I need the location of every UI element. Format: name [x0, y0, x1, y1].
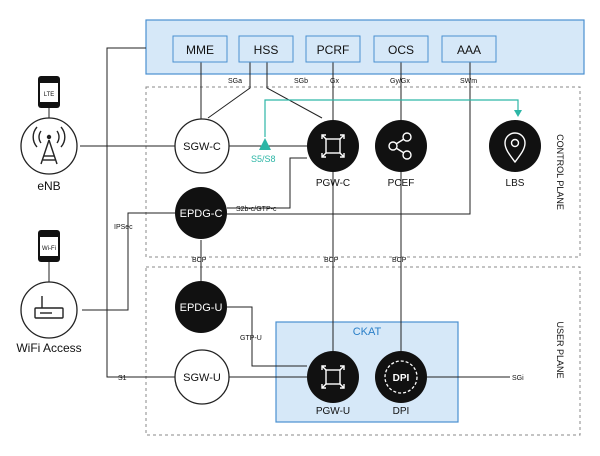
dpi-label: DPI	[393, 406, 410, 417]
antenna-tower-icon	[32, 126, 66, 165]
wifi-access-node: WiFi Access	[16, 281, 82, 355]
sgw-u-label: SGW-U	[183, 372, 221, 384]
expand-icon	[321, 365, 345, 389]
sga-label: SGa	[228, 78, 242, 85]
pgw-c-node: PGW-C	[307, 120, 359, 189]
location-pin-icon	[504, 132, 526, 164]
pcrf-box	[305, 35, 361, 63]
enb-label: eNB	[37, 179, 60, 193]
bcp-epdg-label: BCP	[192, 257, 207, 264]
sgi-label: SGi	[512, 375, 524, 382]
gx-label: Gx	[330, 78, 339, 85]
pcef-node: PCEF	[375, 120, 427, 189]
dpi-ring-icon	[384, 360, 418, 394]
ocs-label: OCS	[388, 43, 414, 57]
user-plane-label: USER PLANE	[555, 321, 565, 378]
ocs-box	[373, 35, 429, 63]
enb-node: eNB	[20, 117, 78, 193]
core-nodes: MME HSS PCRF OCS AAA	[172, 35, 497, 63]
wifi-access-label: WiFi Access	[16, 341, 81, 355]
bcp-pgw-label: BCP	[324, 257, 339, 264]
s5s8-arrow-path	[264, 99, 519, 137]
epdg-u-node: EPDG-U	[175, 281, 227, 333]
router-icon	[34, 296, 64, 319]
aaa-label: AAA	[457, 43, 481, 57]
wifi-text: Wi-Fi	[42, 246, 56, 252]
gtp-u-label: GTP-U	[240, 335, 262, 342]
bcp-pcef-label: BCP	[392, 257, 407, 264]
pcrf-label: PCRF	[317, 43, 350, 57]
sgw-c-label: SGW-C	[183, 141, 221, 153]
mme-label: MME	[186, 43, 214, 57]
epdg-u-label: EPDG-U	[180, 302, 223, 314]
control-plane-region	[145, 86, 581, 258]
lte-text: LTE	[44, 92, 55, 98]
hss-sgwc-line	[207, 62, 251, 119]
s2b-label: S2b-c/GTP-c	[236, 206, 277, 213]
antenna-dot	[46, 134, 52, 140]
s5s8-arrow-head	[514, 110, 522, 117]
hss-box	[238, 35, 294, 63]
wifi-access-circle	[20, 281, 78, 339]
gtpu-line	[227, 306, 307, 367]
pcef-label: PCEF	[388, 178, 415, 189]
hss-pgwc-line	[266, 62, 323, 119]
lbs-label: LBS	[506, 178, 525, 189]
lbs-node: LBS	[489, 120, 541, 189]
swm-label: SWm	[460, 78, 477, 85]
interface-labels: SGa SGb Gx Gy/Gx SWm S2b-c/GTP-c IPSec B…	[114, 78, 524, 382]
sgw-u-node: SGW-U	[174, 349, 230, 405]
sgw-c-node: SGW-C	[174, 118, 230, 174]
ckat-panel	[275, 321, 459, 423]
dpi-icon-text: DPI	[393, 373, 410, 384]
s2b-line	[227, 157, 307, 209]
s1-label: S1	[118, 375, 127, 382]
pgw-c-label: PGW-C	[316, 178, 350, 189]
aaa-epdgc-line	[227, 62, 471, 215]
control-plane-label: CONTROL PLANE	[555, 134, 565, 210]
hss-label: HSS	[254, 43, 279, 57]
s5s8-triangle-marker	[259, 138, 271, 150]
pgw-u-node: PGW-U	[307, 351, 359, 417]
s1-bus-line	[106, 47, 175, 378]
lte-phone-icon: LTE	[38, 76, 60, 108]
sgb-label: SGb	[294, 78, 308, 85]
enb-circle	[20, 117, 78, 175]
epdg-c-label: EPDG-C	[180, 208, 223, 220]
ipsec-line	[82, 212, 175, 311]
share-nodes-icon	[388, 132, 412, 160]
gy-gx-label: Gy/Gx	[390, 78, 410, 85]
user-plane-region	[145, 266, 581, 436]
connection-lines	[48, 47, 510, 378]
expand-icon	[321, 134, 345, 158]
epdg-c-node: EPDG-C	[175, 187, 227, 239]
pgw-u-label: PGW-U	[316, 406, 350, 417]
ipsec-label: IPSec	[114, 224, 133, 231]
mme-box	[172, 35, 228, 63]
s5s8-label: S5/S8	[251, 154, 276, 164]
ckat-label: CKAT	[353, 326, 382, 338]
wifi-phone-icon: Wi-Fi	[38, 230, 60, 262]
aaa-box	[441, 35, 497, 63]
dpi-node: DPI DPI	[375, 351, 427, 417]
